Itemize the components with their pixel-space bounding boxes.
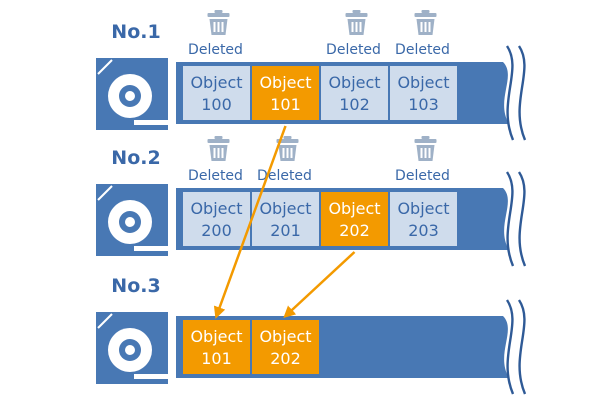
tape-cut-squiggle	[517, 299, 527, 395]
object-name: Object	[397, 73, 449, 92]
object-block: Object 102	[321, 66, 388, 120]
tape-cut-squiggle	[505, 299, 515, 395]
deleted-label: Deleted	[257, 168, 312, 184]
object-name: Object	[190, 73, 242, 92]
object-block: Object 202	[321, 192, 388, 246]
object-number: 202	[339, 221, 370, 240]
tape-label: No.3	[111, 275, 160, 297]
tape-label: No.1	[111, 21, 160, 43]
tape-cartridge-icon	[96, 184, 168, 256]
object-number: 103	[408, 95, 439, 114]
tape-cut-squiggle	[517, 45, 527, 141]
object-number: 101	[201, 349, 232, 368]
tape-torn-end	[489, 316, 509, 378]
trash-can-icon	[207, 10, 230, 35]
object-name: Object	[259, 327, 311, 346]
object-number: 203	[408, 221, 439, 240]
tape-torn-end	[489, 188, 509, 250]
tape-cartridge-icon	[96, 58, 168, 130]
deleted-label: Deleted	[326, 42, 381, 58]
tapes-layer: No.1Object100DeletedObject101Object102De…	[96, 10, 527, 395]
object-block: Object 101	[252, 66, 319, 120]
copy-arrow	[213, 125, 287, 319]
object-number: 200	[201, 221, 232, 240]
trash-can-icon	[276, 136, 299, 161]
deleted-label: Deleted	[395, 42, 450, 58]
tape-cartridge-icon	[96, 312, 168, 384]
object-number: 100	[201, 95, 232, 114]
copy-arrows-layer	[213, 125, 356, 319]
object-name: Object	[190, 327, 242, 346]
tape-cut-squiggle	[505, 45, 515, 141]
object-number: 202	[270, 349, 301, 368]
copy-arrow	[283, 251, 356, 319]
object-name: Object	[328, 73, 380, 92]
trash-can-icon	[414, 136, 437, 161]
tape-label: No.2	[111, 147, 160, 169]
object-name: Object	[397, 199, 449, 218]
object-block: Object 203	[390, 192, 457, 246]
deleted-label: Deleted	[188, 42, 243, 58]
object-number: 201	[270, 221, 301, 240]
deleted-label: Deleted	[188, 168, 243, 184]
object-name: Object	[259, 73, 311, 92]
object-name: Object	[190, 199, 242, 218]
trash-can-icon	[207, 136, 230, 161]
object-number: 102	[339, 95, 370, 114]
tape-cut-squiggle	[505, 171, 515, 267]
tape-torn-end	[489, 62, 509, 124]
object-block: Object 103	[390, 66, 457, 120]
object-block: Object 201	[252, 192, 319, 246]
deleted-label: Deleted	[395, 168, 450, 184]
trash-can-icon	[414, 10, 437, 35]
object-block: Object 100	[183, 66, 250, 120]
object-name: Object	[259, 199, 311, 218]
object-block: Object 101	[183, 320, 250, 374]
object-block: Object 202	[252, 320, 319, 374]
object-name: Object	[328, 199, 380, 218]
tape-cut-squiggle	[517, 171, 527, 267]
object-number: 101	[270, 95, 301, 114]
trash-can-icon	[345, 10, 368, 35]
object-block: Object 200	[183, 192, 250, 246]
